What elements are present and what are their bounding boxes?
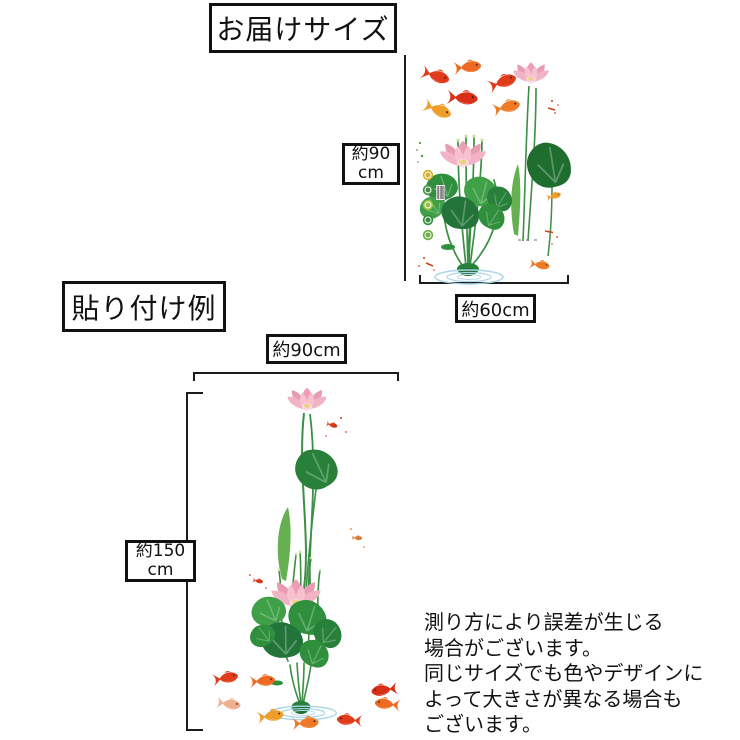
- lotus-flower-icon: [287, 387, 327, 411]
- delivery-size-title-label: お届けサイズ: [216, 13, 390, 46]
- delivery-width-measure-bracket: [419, 275, 569, 284]
- koi-fish-icon: [374, 696, 401, 712]
- example-width-value: 約90cm: [272, 340, 341, 361]
- lotus-leaf-icon: [521, 137, 576, 193]
- tiny-fish-specks: [249, 417, 365, 589]
- lotus-koi-wall-application-illustration: [211, 387, 401, 731]
- lotus-flower-icon: [440, 140, 486, 168]
- koi-fish-icon: [453, 58, 482, 76]
- koi-fish-group-icon: [419, 58, 522, 122]
- koi-fish-group-icon: [211, 669, 401, 731]
- note-line: 測り方により誤差が生じる: [424, 610, 664, 634]
- koi-fish-icon: [211, 669, 240, 687]
- koi-fish-icon: [446, 88, 479, 107]
- note-line: 同じサイズでも色やデザインに: [424, 661, 704, 685]
- water-ripple-icon: [434, 269, 504, 285]
- delivery-height-unit: cm: [358, 163, 384, 183]
- delivery-size-title: お届けサイズ: [209, 3, 397, 53]
- goldfish-icon: [528, 258, 551, 272]
- size-disclaimer-note: 測り方により誤差が生じる 場合がございます。 同じサイズでも色やデザインに よっ…: [424, 610, 703, 738]
- koi-fish-icon: [491, 96, 522, 118]
- example-width-measure-bracket: [193, 372, 399, 381]
- note-line: 場合がございます。: [424, 635, 602, 660]
- koi-fish-icon: [486, 70, 519, 94]
- sheet-badges: [422, 169, 445, 241]
- example-height-value: 約150: [135, 541, 186, 561]
- green-specks: [416, 141, 424, 163]
- tall-lotus-icon: [511, 62, 576, 257]
- application-example-title-label: 貼り付け例: [71, 291, 217, 325]
- lotus-leaf-icon: [511, 164, 521, 236]
- lotus-cluster-icon: [415, 134, 518, 285]
- delivery-height-label: 約90 cm: [342, 143, 400, 185]
- application-example-title: 貼り付け例: [62, 281, 226, 332]
- lotus-flower-icon: [513, 62, 549, 84]
- delivery-width-label: 約60cm: [455, 294, 536, 323]
- example-width-label: 約90cm: [266, 334, 347, 364]
- example-height-label: 約150 cm: [125, 540, 196, 582]
- koi-fish-icon: [256, 707, 285, 725]
- koi-fish-icon: [419, 64, 452, 87]
- delivery-width-value: 約60cm: [461, 299, 530, 321]
- koi-fish-icon: [215, 695, 242, 712]
- koi-fish-icon: [249, 673, 276, 689]
- note-line: よって大きさが異なる場合も: [424, 686, 683, 711]
- tiny-fish-specks: [418, 100, 559, 271]
- lotus-leaf-icon: [287, 440, 345, 498]
- delivery-height-measure-line: [404, 55, 406, 281]
- koi-fish-icon: [336, 712, 363, 728]
- lotus-koi-sticker-sheet-illustration: [415, 58, 576, 285]
- lotus-cluster-icon: [245, 550, 349, 721]
- koi-fish-icon: [370, 681, 399, 699]
- tall-lotus-icon: [277, 387, 345, 598]
- koi-fish-icon: [421, 97, 454, 122]
- example-height-unit: cm: [147, 560, 174, 580]
- goldfish-icon: [545, 190, 562, 202]
- note-line: ございます。: [424, 712, 542, 736]
- lotus-leaf-icon: [277, 507, 291, 581]
- delivery-height-value: 約90: [351, 144, 391, 164]
- lily-pad-icon: [441, 244, 455, 250]
